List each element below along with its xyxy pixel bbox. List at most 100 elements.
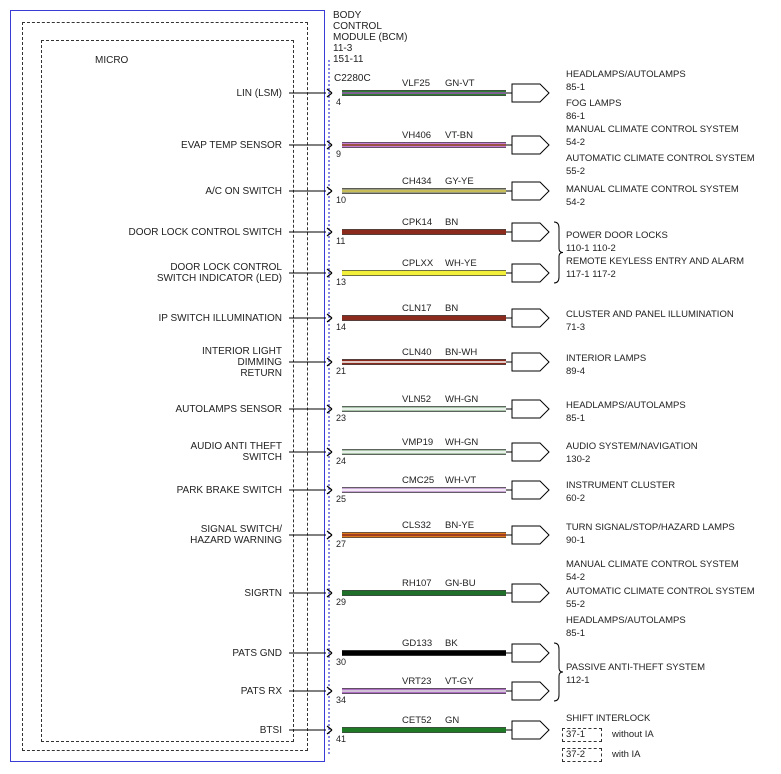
destination-text: 54-2 <box>566 196 586 208</box>
pin-label: INTERIOR LIGHT <box>201 345 282 357</box>
pin-arrow <box>326 186 333 196</box>
pin-label: DIMMING <box>237 356 282 368</box>
destination-text: PASSIVE ANTI-THEFT SYSTEM <box>566 662 706 673</box>
circuit-id: CMC25 <box>402 475 435 486</box>
destination-text: HEADLAMPS/AUTOLAMPS <box>566 69 686 80</box>
pin-number: 10 <box>336 195 347 205</box>
connector-symbol <box>511 583 550 603</box>
wire-color-code: BN <box>445 303 459 314</box>
pin-arrow <box>326 140 333 150</box>
wire-color-code: WH-VT <box>445 475 477 486</box>
destination-text: MANUAL CLIMATE CONTROL SYSTEM <box>566 559 739 570</box>
module-title-line: 151-11 <box>333 54 364 65</box>
pin-number: 24 <box>336 456 347 466</box>
pin-arrow <box>326 404 333 414</box>
pin-number: 4 <box>336 97 342 107</box>
pin-number: 41 <box>336 734 347 744</box>
bcm-module-outline <box>10 10 325 762</box>
circuit-id: CLS32 <box>402 520 432 531</box>
destination-text: 85-1 <box>566 81 586 93</box>
circuit-id: VRT23 <box>402 676 432 687</box>
connector-symbol <box>511 442 550 462</box>
connector-symbol <box>511 399 550 419</box>
connector-symbol <box>511 83 550 103</box>
destination-text: 85-1 <box>566 412 586 424</box>
option-note: without IA <box>612 729 654 740</box>
pin-arrow <box>326 268 333 278</box>
circuit-id: GD133 <box>402 638 433 649</box>
destination-text: AUDIO SYSTEM/NAVIGATION <box>566 441 698 452</box>
circuit-id: CH434 <box>402 176 432 187</box>
destination-text: MANUAL CLIMATE CONTROL SYSTEM <box>566 124 739 135</box>
pin-label: IP SWITCH ILLUMINATION <box>158 312 282 324</box>
pin-label: DOOR LOCK CONTROL SWITCH <box>128 226 282 238</box>
pin-label: SIGRTN <box>244 587 282 599</box>
pin-label: PATS GND <box>232 647 282 659</box>
connector-symbol <box>511 352 550 372</box>
destination-text: POWER DOOR LOCKS <box>566 230 668 241</box>
circuit-id: CPK14 <box>402 217 433 228</box>
destination-text: INSTRUMENT CLUSTER <box>566 480 676 491</box>
pin-label: HAZARD WARNING <box>190 535 282 546</box>
option-ref-box: 37-2 <box>562 748 602 762</box>
module-title: BODY CONTROL MODULE (BCM) 11-3 151-11 <box>333 10 407 65</box>
pin-number: 27 <box>336 539 347 549</box>
connector-symbol <box>511 720 550 740</box>
destination-text: TURN SIGNAL/STOP/HAZARD LAMPS <box>566 522 735 533</box>
pin-arrow <box>326 447 333 457</box>
wire-color-code: GN-BU <box>445 578 476 589</box>
pin-label: LIN (LSM) <box>236 87 282 99</box>
pin-label: SWITCH INDICATOR (LED) <box>156 273 282 284</box>
pin-label: DOOR LOCK CONTROL <box>170 262 282 273</box>
wire-color-code: VT-BN <box>445 130 473 141</box>
connector-symbol <box>511 308 550 328</box>
destination-text: 89-4 <box>566 365 586 377</box>
destination-text: 85-1 <box>566 627 586 639</box>
pin-label: PATS RX <box>240 685 282 697</box>
pin-label: AUTOLAMPS SENSOR <box>175 403 282 415</box>
destination-text: 117-1 117-2 <box>566 268 616 280</box>
destination-text: REMOTE KEYLESS ENTRY AND ALARM <box>566 256 745 267</box>
pin-arrow <box>326 686 333 696</box>
bcm-inner-boundary <box>22 22 308 751</box>
pin-number: 25 <box>336 494 347 504</box>
pin-arrow <box>326 648 333 658</box>
wire-color-code: GY-YE <box>445 176 474 187</box>
destination-text: FOG LAMPS <box>566 98 622 109</box>
circuit-id: CPLXX <box>402 258 434 269</box>
circuit-id: CLN17 <box>402 303 432 314</box>
circuit-id: VLN52 <box>402 394 432 405</box>
pin-number: 13 <box>336 277 347 287</box>
pin-label: RETURN <box>240 367 282 379</box>
option-ref-box: 37-1 <box>562 728 602 742</box>
pin-number: 23 <box>336 413 347 423</box>
destination-text: 86-1 <box>566 110 586 122</box>
circuit-id: VMP19 <box>402 437 434 448</box>
pin-arrow <box>326 485 333 495</box>
pin-number: 14 <box>336 322 347 332</box>
destination-text: AUTOMATIC CLIMATE CONTROL SYSTEM <box>566 153 755 164</box>
pin-label: EVAP TEMP SENSOR <box>181 139 282 151</box>
micro-boundary <box>41 40 294 742</box>
wire-color-code: GN-VT <box>445 78 475 89</box>
micro-label: MICRO <box>95 55 129 66</box>
connector-symbol <box>511 263 550 283</box>
pin-label: AUDIO ANTI THEFT <box>190 441 283 452</box>
pin-label: PARK BRAKE SWITCH <box>176 484 282 496</box>
circuit-id: CET52 <box>402 715 432 726</box>
pin-label: SWITCH <box>242 452 282 463</box>
option-note: with IA <box>612 749 641 760</box>
wire-color-code: GN <box>445 715 460 726</box>
destination-text: 130-2 <box>566 453 591 465</box>
module-title-line: BODY <box>333 10 362 21</box>
destination-text: 112-1 <box>566 674 590 686</box>
pin-arrow <box>326 588 333 598</box>
wire-color-code: WH-GN <box>445 394 479 405</box>
pin-arrow <box>326 88 333 98</box>
pin-arrow <box>326 313 333 323</box>
destination-text: 55-2 <box>566 165 586 177</box>
pin-arrow <box>326 725 333 735</box>
pin-number: 29 <box>336 597 347 607</box>
pin-arrow <box>326 227 333 237</box>
connector-symbol <box>511 480 550 500</box>
